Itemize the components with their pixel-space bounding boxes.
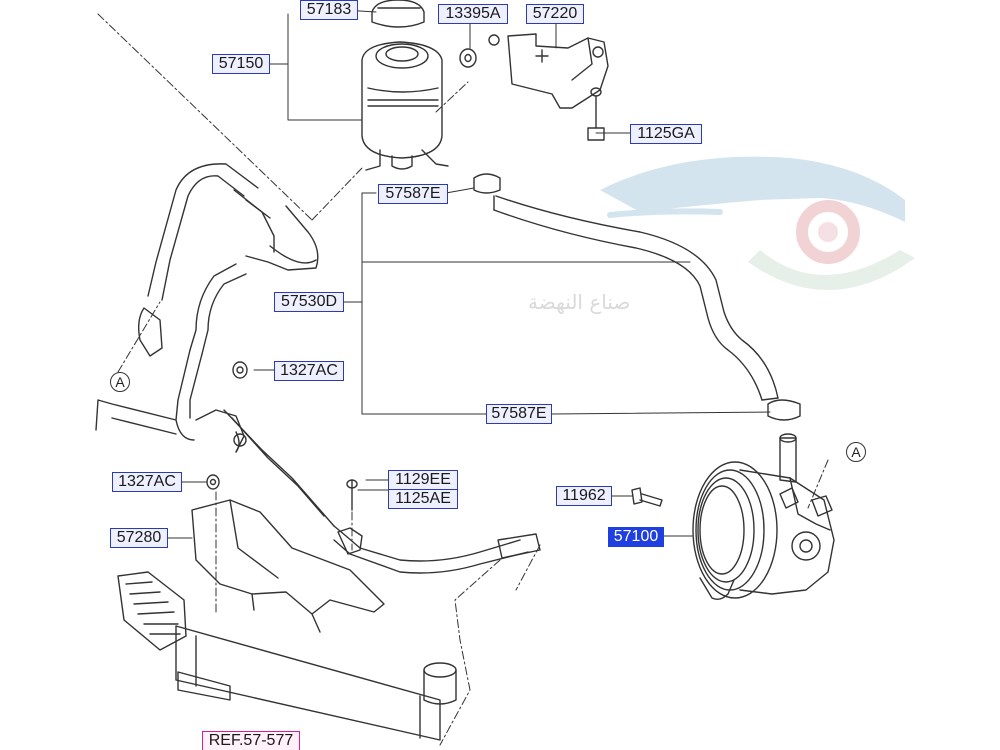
bolt-1125ga	[587, 87, 605, 141]
guide-lines	[97, 13, 829, 746]
reference-link[interactable]: REF.57-577	[202, 731, 300, 750]
reservoir-tank	[361, 41, 449, 171]
part-label-57183[interactable]: 57183	[300, 0, 358, 20]
part-label-11962[interactable]: 11962	[556, 486, 612, 506]
part-label-1327ac-top[interactable]: 1327AC	[274, 361, 344, 381]
nut-1327ac-left	[206, 474, 220, 490]
reservoir-cap	[371, 0, 425, 28]
heat-shield	[191, 499, 385, 633]
pressure-hose	[95, 163, 541, 574]
callout-a-left: A	[110, 372, 130, 392]
watermark-logo	[600, 156, 915, 291]
part-label-1125ae[interactable]: 1125AE	[388, 489, 458, 509]
leader-lines	[167, 8, 771, 539]
steering-rack	[117, 571, 457, 741]
part-label-57220[interactable]: 57220	[526, 4, 584, 24]
part-label-57150[interactable]: 57150	[212, 54, 270, 74]
part-label-57587e-top[interactable]: 57587E	[378, 184, 448, 204]
return-hose	[473, 173, 801, 421]
reservoir-bracket	[488, 33, 609, 109]
nut-13395a	[459, 48, 477, 68]
part-label-57587e-bottom[interactable]: 57587E	[486, 404, 552, 424]
part-label-57280[interactable]: 57280	[110, 528, 168, 548]
nut-1327ac-top	[232, 361, 248, 379]
part-label-57530d[interactable]: 57530D	[274, 292, 344, 312]
power-steering-pump	[692, 433, 835, 601]
watermark-text: صناع النهضة	[528, 290, 631, 314]
part-label-1327ac-left[interactable]: 1327AC	[112, 472, 182, 492]
part-label-1129ee[interactable]: 1129EE	[388, 470, 458, 490]
part-label-57100[interactable]: 57100	[608, 527, 664, 547]
bolt-1129ee	[346, 479, 358, 511]
part-label-13395a[interactable]: 13395A	[438, 4, 508, 24]
bolt-11962	[631, 487, 663, 507]
part-label-1125ga[interactable]: 1125GA	[630, 124, 702, 144]
callout-a-right: A	[846, 442, 866, 462]
